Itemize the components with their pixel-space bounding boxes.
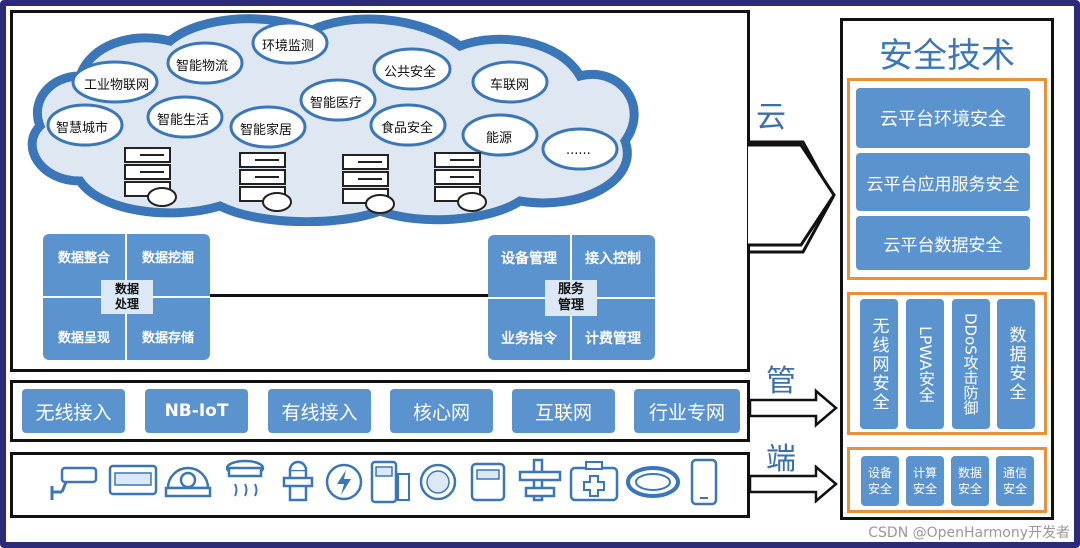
cloud-bubbles: 工业物联网 智能物流 环境监测 公共安全 车联网 智慧城市 智能生活 智能家居 … xyxy=(0,0,650,230)
smoke-detector-icon xyxy=(225,459,265,497)
end-layer-label: 端 xyxy=(766,442,796,477)
server-icon xyxy=(342,154,395,214)
meter-display-icon xyxy=(108,464,158,496)
server-icon xyxy=(239,152,292,212)
phone-icon xyxy=(690,458,718,506)
bubble-icon xyxy=(251,21,329,65)
security-title: 安全技术 xyxy=(879,36,1015,76)
business-command-label: 业务指令 xyxy=(501,330,557,347)
data-mining-label: 数据挖掘 xyxy=(141,251,194,266)
bubble-icon xyxy=(229,105,307,149)
service-management-panel: 设备管理 接入控制 业务指令 计费管理 服务 管理 xyxy=(488,235,655,360)
cloud-security-item: 云平台环境安全 xyxy=(856,88,1030,148)
end-arrow xyxy=(748,464,838,504)
bubble-icon xyxy=(166,41,244,85)
pipe-security-item: 无线网安全 xyxy=(860,299,898,429)
pipe-layer-label: 管 xyxy=(766,364,796,399)
bubble-icon xyxy=(471,60,549,104)
data-storage-label: 数据存储 xyxy=(141,331,194,346)
bubble-icon xyxy=(372,47,452,91)
cloud-security-item: 云平台数据安全 xyxy=(856,216,1030,270)
data-presentation-label: 数据呈现 xyxy=(57,331,110,346)
power-icon xyxy=(325,463,363,501)
fire-hydrant-icon xyxy=(282,460,314,502)
smart-meter-icon xyxy=(370,460,410,504)
cloud-arrow-shape xyxy=(748,143,836,247)
pipe-arrow xyxy=(748,388,838,428)
pipe-item: 互联网 xyxy=(512,389,615,433)
end-security-item: 数据安全 xyxy=(951,456,989,506)
device-icons-row xyxy=(48,458,728,508)
end-security-item: 设备安全 xyxy=(861,456,899,506)
medical-kit-icon xyxy=(569,461,619,502)
pipe-security-item: 数据安全 xyxy=(997,299,1035,429)
service-management-center: 服务 管理 xyxy=(545,280,597,316)
cloud-item: 智能家居 xyxy=(240,123,293,138)
watermark: CSDN @OpenHarmony开发者 xyxy=(868,525,1070,541)
cloud-layer-label: 云 xyxy=(756,100,786,135)
gas-meter-icon xyxy=(470,462,506,502)
server-icon xyxy=(434,152,487,212)
cloud-item: 食品安全 xyxy=(381,121,434,136)
device-management-label: 设备管理 xyxy=(501,250,557,267)
connector-line xyxy=(210,294,488,297)
cloud-security-group xyxy=(847,78,1047,280)
cloud-item: 智能医疗 xyxy=(310,96,363,111)
cloud-item: 能源 xyxy=(486,131,513,146)
pipe-security-item: LPWA安全 xyxy=(906,299,944,429)
pipe-item: 无线接入 xyxy=(22,389,125,433)
cloud-security-item: 云平台应用服务安全 xyxy=(856,153,1030,211)
access-control-label: 接入控制 xyxy=(585,250,641,267)
bubble-icon xyxy=(369,103,447,147)
bubble-icon xyxy=(146,95,224,139)
camera-icon xyxy=(50,466,98,500)
pipe-security-group xyxy=(847,292,1047,435)
bubble-icon xyxy=(541,127,619,171)
pipe-layer-block xyxy=(10,380,750,442)
data-integration-label: 数据整合 xyxy=(57,251,110,266)
end-security-group xyxy=(847,447,1047,513)
data-processing-panel: 数据整合 数据挖掘 数据呈现 数据存储 数据 处理 xyxy=(43,234,210,360)
bubble-icon xyxy=(299,78,377,122)
bubble-icon xyxy=(46,103,124,147)
pipe-item: 核心网 xyxy=(390,389,493,433)
cloud-item: 公共安全 xyxy=(384,65,437,80)
billing-management-label: 计费管理 xyxy=(585,330,641,347)
water-meter-icon xyxy=(419,463,457,501)
dome-camera-icon xyxy=(164,466,212,498)
cloud-item: 工业物联网 xyxy=(84,78,150,93)
cloud-item: 智能物流 xyxy=(176,59,229,74)
end-security-item: 通信安全 xyxy=(996,456,1034,506)
cloud-item: 智慧城市 xyxy=(56,121,109,136)
industrial-sensor-icon xyxy=(518,458,562,502)
data-processing-center: 数据 处理 xyxy=(101,280,153,314)
pipe-item: NB-IoT xyxy=(145,389,248,433)
cloud-item: 环境监测 xyxy=(262,39,315,54)
cloud-item: 车联网 xyxy=(490,78,530,93)
bubble-icon xyxy=(461,113,539,157)
pipe-security-item: DDoS攻击防御 xyxy=(952,299,990,429)
pipe-item: 有线接入 xyxy=(268,389,371,433)
cloud-item: 智能生活 xyxy=(157,113,210,128)
end-security-item: 计算安全 xyxy=(906,456,944,506)
bubble-icon xyxy=(71,60,159,104)
wristband-icon xyxy=(626,466,680,498)
server-icon xyxy=(124,147,177,207)
cloud-item: ...... xyxy=(566,143,591,158)
pipe-item: 行业专网 xyxy=(634,389,740,433)
